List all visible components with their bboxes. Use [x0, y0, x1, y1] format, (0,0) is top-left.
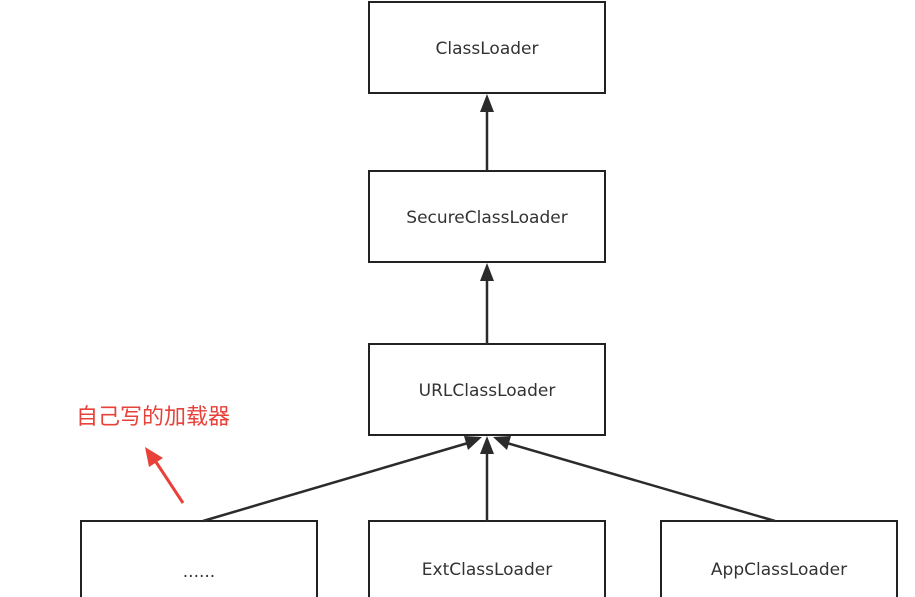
node-app-classloader-label: AppClassLoader	[711, 560, 847, 580]
annotation-text: 自己写的加载器	[76, 405, 230, 430]
edge-app-to-url	[493, 436, 776, 523]
node-secure-classloader: SecureClassLoader	[368, 170, 606, 263]
edge-custom-to-url	[202, 436, 482, 523]
annotation-arrow-line	[154, 461, 185, 504]
node-app-classloader: AppClassLoader	[660, 520, 898, 597]
node-custom-loader: ......	[80, 520, 318, 597]
node-ext-classloader-label: ExtClassLoader	[422, 560, 552, 580]
arrow-head	[480, 94, 494, 112]
arrow-head	[493, 436, 511, 450]
arrow-head	[480, 436, 494, 454]
node-classloader-label: ClassLoader	[436, 39, 539, 59]
edge-url-to-secure	[480, 263, 494, 344]
node-custom-loader-label: ......	[183, 562, 215, 582]
edge-secure-to-classloader	[480, 94, 494, 171]
node-url-classloader: URLClassLoader	[368, 343, 606, 436]
arrow-head	[480, 263, 494, 281]
node-ext-classloader: ExtClassLoader	[368, 520, 606, 597]
node-url-classloader-label: URLClassLoader	[419, 381, 556, 401]
node-classloader: ClassLoader	[368, 1, 606, 94]
annotation-arrow-head	[145, 447, 163, 467]
annotation-custom-loader: 自己写的加载器	[76, 405, 230, 504]
node-secure-classloader-label: SecureClassLoader	[406, 208, 567, 228]
edge-ext-to-url	[480, 436, 494, 521]
arrow-head	[464, 436, 482, 450]
